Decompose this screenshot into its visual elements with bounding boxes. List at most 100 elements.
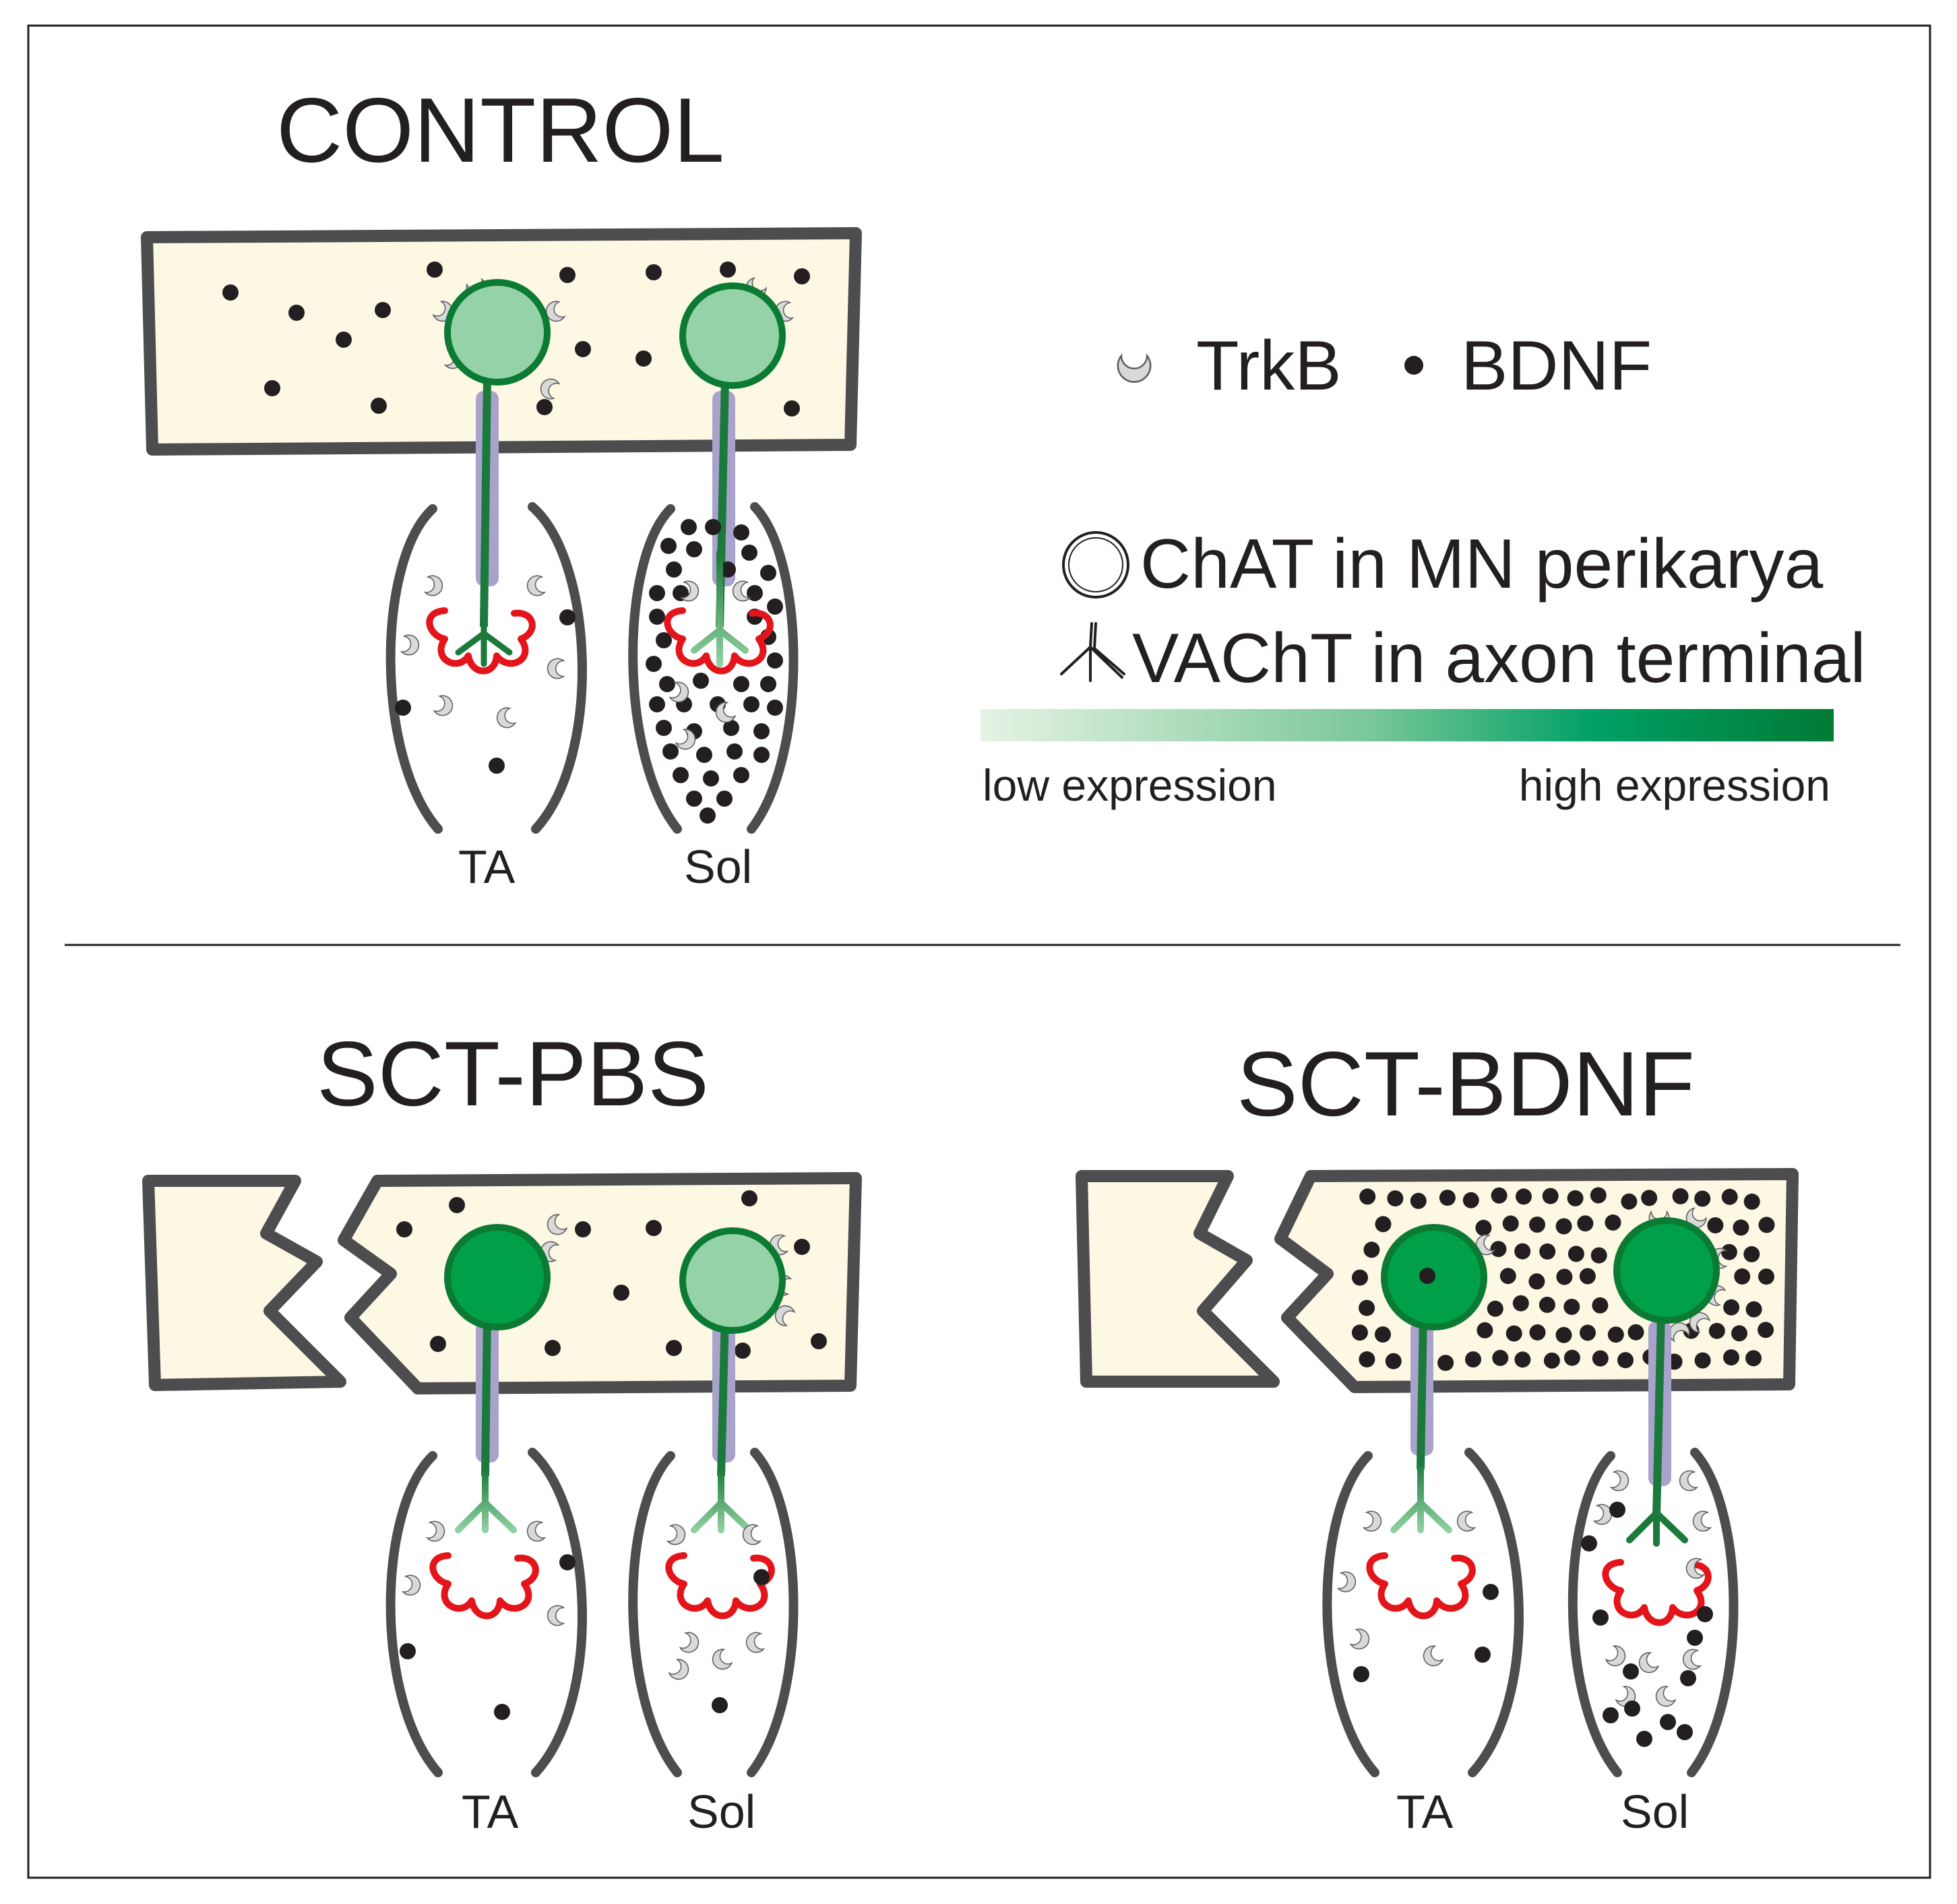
panel-sct-pbs: SCT-PBS (142, 1022, 862, 1838)
bdnf-dot (1359, 1299, 1375, 1316)
bdnf-dot (1723, 1349, 1739, 1365)
bdnf-dot (1743, 1193, 1760, 1210)
legend-trkb-label: TrkB (1196, 327, 1342, 405)
bdnf-dot (1437, 1355, 1454, 1372)
legend-vacht-label: VAChT in axon terminal (1132, 619, 1866, 698)
bdnf-dot (1592, 1297, 1609, 1314)
bdnf-dot (1627, 1324, 1644, 1341)
bdnf-dot (1758, 1268, 1774, 1285)
muscle-sol-sct-bdnf: Sol (1567, 1448, 1739, 1838)
muscle-ta-sct-bdnf: TA (1322, 1448, 1524, 1838)
bdnf-dot (1723, 1299, 1740, 1316)
panel-title-sct-bdnf: SCT-BDNF (1237, 1033, 1695, 1135)
bdnf-dot (1439, 1190, 1456, 1206)
axon-sol-sct-bdnf (1652, 1314, 1665, 1517)
bdnf-dot (1555, 1218, 1572, 1235)
bdnf-dot (1720, 1243, 1737, 1260)
bdnf-sol-sct-pbs (712, 1569, 770, 1713)
bdnf-dot (1563, 1349, 1580, 1366)
bdnf-dot (1707, 1217, 1724, 1233)
bdnf-sol-sct-bdnf (1581, 1502, 1713, 1747)
figure-border (27, 24, 1931, 1879)
bdnf-dot (1734, 1268, 1751, 1285)
axon-ta-control (480, 377, 491, 627)
legend-chat-icon-inner (1068, 537, 1123, 592)
bdnf-dot (1607, 1326, 1624, 1343)
bdnf-dot (1577, 1215, 1594, 1232)
bdnf-dot (1387, 1190, 1404, 1207)
bdnf-dot (1731, 1325, 1747, 1342)
trkb-ta-sct-pbs (402, 1520, 565, 1626)
muscle-label-ta-control: TA (458, 840, 516, 893)
bdnf-ta-sct-pbs (400, 1554, 576, 1720)
bdnf-dot (1621, 1193, 1638, 1210)
spinal-cord-caudal-sct-pbs (142, 1175, 346, 1391)
motoneuron-soma-ta-sct-pbs (444, 1224, 551, 1330)
panel-sct-bdnf: SCT-BDNF (1076, 1033, 1799, 1838)
bdnf-dot (1758, 1322, 1774, 1339)
motoneuron-soma-sol-sct-bdnf (1613, 1217, 1720, 1324)
muscle-label-ta-sct-pbs: TA (462, 1785, 519, 1838)
legend-vacht-icon (1060, 622, 1125, 682)
bdnf-dot (1542, 1188, 1559, 1204)
bdnf-dot (1694, 1352, 1711, 1369)
bdnf-dot (1555, 1326, 1572, 1343)
muscle-label-ta-sct-bdnf: TA (1396, 1785, 1454, 1838)
axon-ta-sct-bdnf (1417, 1314, 1427, 1470)
bdnf-dot (1567, 1190, 1584, 1206)
bdnf-dot (1492, 1349, 1509, 1366)
expression-gradient-bar (981, 709, 1834, 741)
bdnf-dots-cord-sct-pbs (396, 1190, 827, 1359)
bdnf-dot (1539, 1243, 1556, 1260)
bdnf-dot (1721, 1188, 1738, 1205)
bdnf-dot (1694, 1190, 1711, 1207)
bdnf-dot (1516, 1188, 1532, 1205)
bdnf-dot (1487, 1300, 1503, 1317)
panel-title-control: CONTROL (276, 79, 724, 181)
muscle-sol-control: Sol (628, 502, 799, 893)
nerve-terminal-sol-sct-bdnf (1626, 1506, 1688, 1547)
bdnf-ta-sct-bdnf (1353, 1584, 1499, 1682)
bdnf-dot (1502, 1215, 1519, 1232)
motoneuron-soma-sol-sct-pbs (679, 1227, 786, 1334)
bdnf-dot (1590, 1247, 1607, 1264)
bdnf-dot (1477, 1322, 1493, 1339)
bdnf-dot (1529, 1324, 1546, 1341)
bdnf-dot (1605, 1214, 1621, 1231)
bdnf-ta-control (395, 609, 576, 774)
bdnf-dot (1385, 1353, 1402, 1370)
bdnf-dot (1641, 1190, 1658, 1206)
bdnf-dot (1375, 1216, 1392, 1233)
bdnf-dot (1375, 1326, 1391, 1343)
legend-trkb-icon (1117, 355, 1152, 383)
panel-title-sct-pbs: SCT-PBS (317, 1022, 709, 1125)
spinal-cord-caudal-sct-bdnf (1076, 1170, 1280, 1388)
scale-high-label: high expression (1519, 760, 1830, 810)
bdnf-dot (1579, 1268, 1596, 1285)
axon-ta-sct-pbs (481, 1314, 491, 1477)
nerve-terminal-sol-control (691, 549, 749, 667)
bdnf-dot (1465, 1351, 1481, 1368)
bdnf-in-soma-ta-sct-bdnf (1419, 1268, 1435, 1284)
bdnf-dot (1745, 1350, 1762, 1367)
legend-bdnf-label: BDNF (1461, 327, 1652, 405)
muscle-label-sol-sct-pbs: Sol (687, 1785, 755, 1838)
bdnf-dot (1491, 1187, 1508, 1204)
bdnf-dot (1462, 1192, 1479, 1208)
legend-chat-label: ChAT in MN perikarya (1140, 525, 1824, 603)
bdnf-dot (1592, 1350, 1609, 1367)
bdnf-dot (1359, 1188, 1376, 1205)
bdnf-dot (1743, 1246, 1760, 1262)
bdnf-dot (1708, 1322, 1725, 1339)
bdnf-dot (1758, 1217, 1775, 1233)
bdnf-dot (1672, 1188, 1689, 1204)
bdnf-dot (1567, 1246, 1584, 1262)
bdnf-dot (1617, 1352, 1634, 1369)
bdnf-dot (1528, 1273, 1545, 1290)
trkb-ta-sct-bdnf (1337, 1510, 1476, 1670)
nerve-terminal-sol-sct-pbs (691, 1466, 753, 1533)
nerve-terminal-ta-sct-pbs (455, 1466, 517, 1533)
bdnf-dot (1563, 1299, 1580, 1315)
bdnf-dot (1512, 1295, 1529, 1312)
